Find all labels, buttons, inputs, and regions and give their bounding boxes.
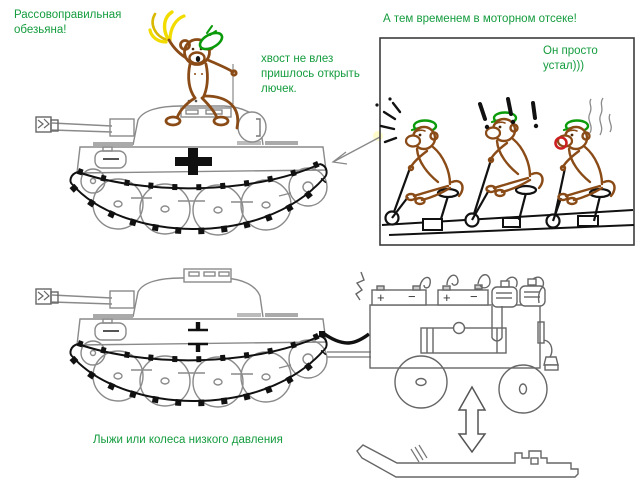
battery-1: + − [371, 285, 427, 306]
double-arrow-icon [457, 385, 487, 454]
battery2-plus: + [443, 290, 451, 305]
tow-connection [319, 331, 371, 358]
caption-racially-correct-monkey: Рассовоправильная обезьяна! [14, 9, 122, 36]
balkenkreuz-icon [175, 148, 212, 175]
banana-icon [148, 10, 186, 44]
plug-and-socket [537, 321, 559, 371]
bottom-tank-drawing [36, 268, 371, 407]
engine-pointer-arrow [331, 131, 383, 165]
red-apple-icon [554, 136, 568, 150]
turret-cupola-box [183, 268, 232, 283]
battery2-minus: − [470, 289, 478, 304]
monkey-on-tank-drawing [148, 10, 240, 130]
caption-meanwhile-engine-bay: А тем временем в моторном отсеке! [383, 13, 577, 25]
caption-he-is-just-tired: Он просто устал))) [543, 45, 598, 72]
battery-wires [355, 271, 491, 301]
generator-trailer-drawing: + − + − [355, 271, 559, 414]
battery1-minus: − [408, 289, 416, 304]
caption-skis-or-low-pressure-wheels: Лыжи или колеса низкого давления [93, 434, 283, 446]
tail-into-hatch [203, 94, 240, 130]
battery1-plus: + [377, 290, 385, 305]
outline-cross-icon [188, 322, 208, 352]
fuel-cylinder [420, 306, 507, 354]
canisters [491, 276, 546, 308]
green-beret-icon [198, 25, 224, 51]
smoke-icon [588, 97, 612, 136]
caption-tail-note: хвост не влез пришлось открыть лючек. [261, 53, 360, 95]
pedal-stations [384, 159, 612, 229]
exclamation-icons [478, 97, 539, 130]
trailer-wheels [394, 355, 548, 414]
shout-lines-icon [375, 97, 402, 144]
pedal-rail [381, 209, 635, 236]
ski-drawing [356, 444, 579, 478]
engine-compartment-box [375, 37, 635, 246]
open-hatch [180, 64, 267, 143]
battery-2: + − [437, 284, 489, 306]
